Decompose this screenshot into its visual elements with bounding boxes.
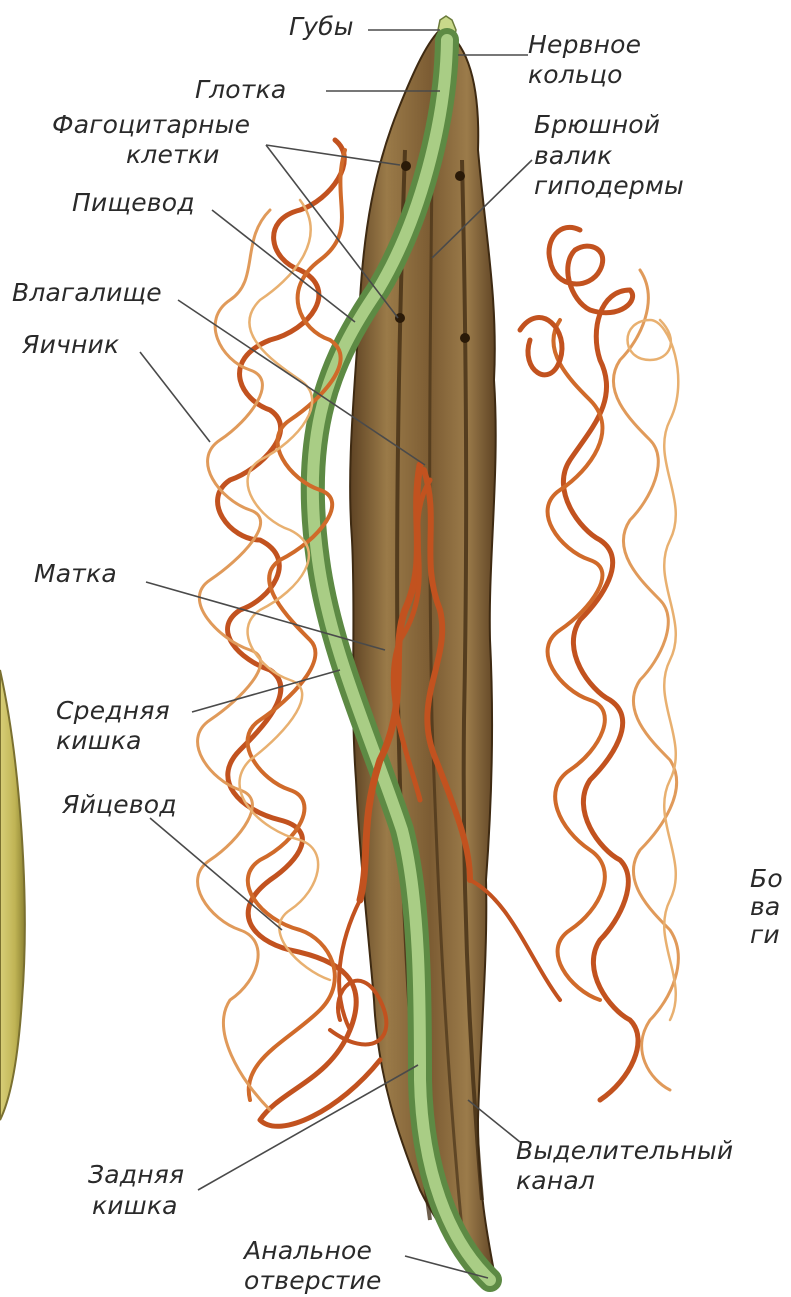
label-uterus: Матка bbox=[34, 561, 117, 586]
label-lateral-ridge-line2: ва bbox=[750, 894, 780, 919]
ovary-coils-right bbox=[520, 227, 678, 1100]
phagocytic-cell bbox=[395, 313, 405, 323]
label-hindgut-line2: кишка bbox=[92, 1193, 178, 1218]
phagocytic-cell bbox=[401, 161, 411, 171]
label-nerve-ring-line2: кольцо bbox=[528, 62, 623, 87]
label-midgut-line1: Средняя bbox=[56, 698, 170, 723]
label-lateral-ridge-line3: ги bbox=[750, 922, 780, 947]
neighbor-worm-shape bbox=[0, 670, 25, 1120]
label-excretory-canal-line1: Выделительный bbox=[516, 1138, 733, 1163]
label-ventral-ridge-line2: валик bbox=[534, 143, 612, 168]
label-lateral-ridge-line1: Бо bbox=[750, 866, 783, 891]
label-ventral-ridge-line1: Брюшной bbox=[534, 112, 660, 137]
label-phagocytic-cells-line1: Фагоцитарные bbox=[52, 112, 250, 137]
label-midgut-line2: кишка bbox=[56, 728, 142, 753]
label-anus-line2: отверстие bbox=[244, 1268, 382, 1293]
label-oviduct: Яйцевод bbox=[62, 792, 177, 817]
label-ventral-ridge-line3: гиподермы bbox=[534, 173, 684, 198]
label-anus-line1: Анальное bbox=[244, 1238, 372, 1263]
label-excretory-canal-clip: Выделительный bbox=[516, 1138, 791, 1168]
label-ovary: Яичник bbox=[22, 332, 119, 357]
phagocytic-cell bbox=[455, 171, 465, 181]
label-phagocytic-cells-line2: клетки bbox=[126, 142, 220, 167]
phagocytic-cell bbox=[460, 333, 470, 343]
label-pharynx: Глотка bbox=[195, 77, 286, 102]
label-vagina: Влагалище bbox=[12, 280, 162, 305]
label-esophagus: Пищевод bbox=[72, 190, 195, 215]
label-excretory-canal-line2: канал bbox=[516, 1168, 595, 1193]
label-nerve-ring-line1: Нервное bbox=[528, 32, 641, 57]
label-hindgut-line1: Задняя bbox=[88, 1162, 184, 1187]
label-lips: Губы bbox=[289, 14, 354, 39]
